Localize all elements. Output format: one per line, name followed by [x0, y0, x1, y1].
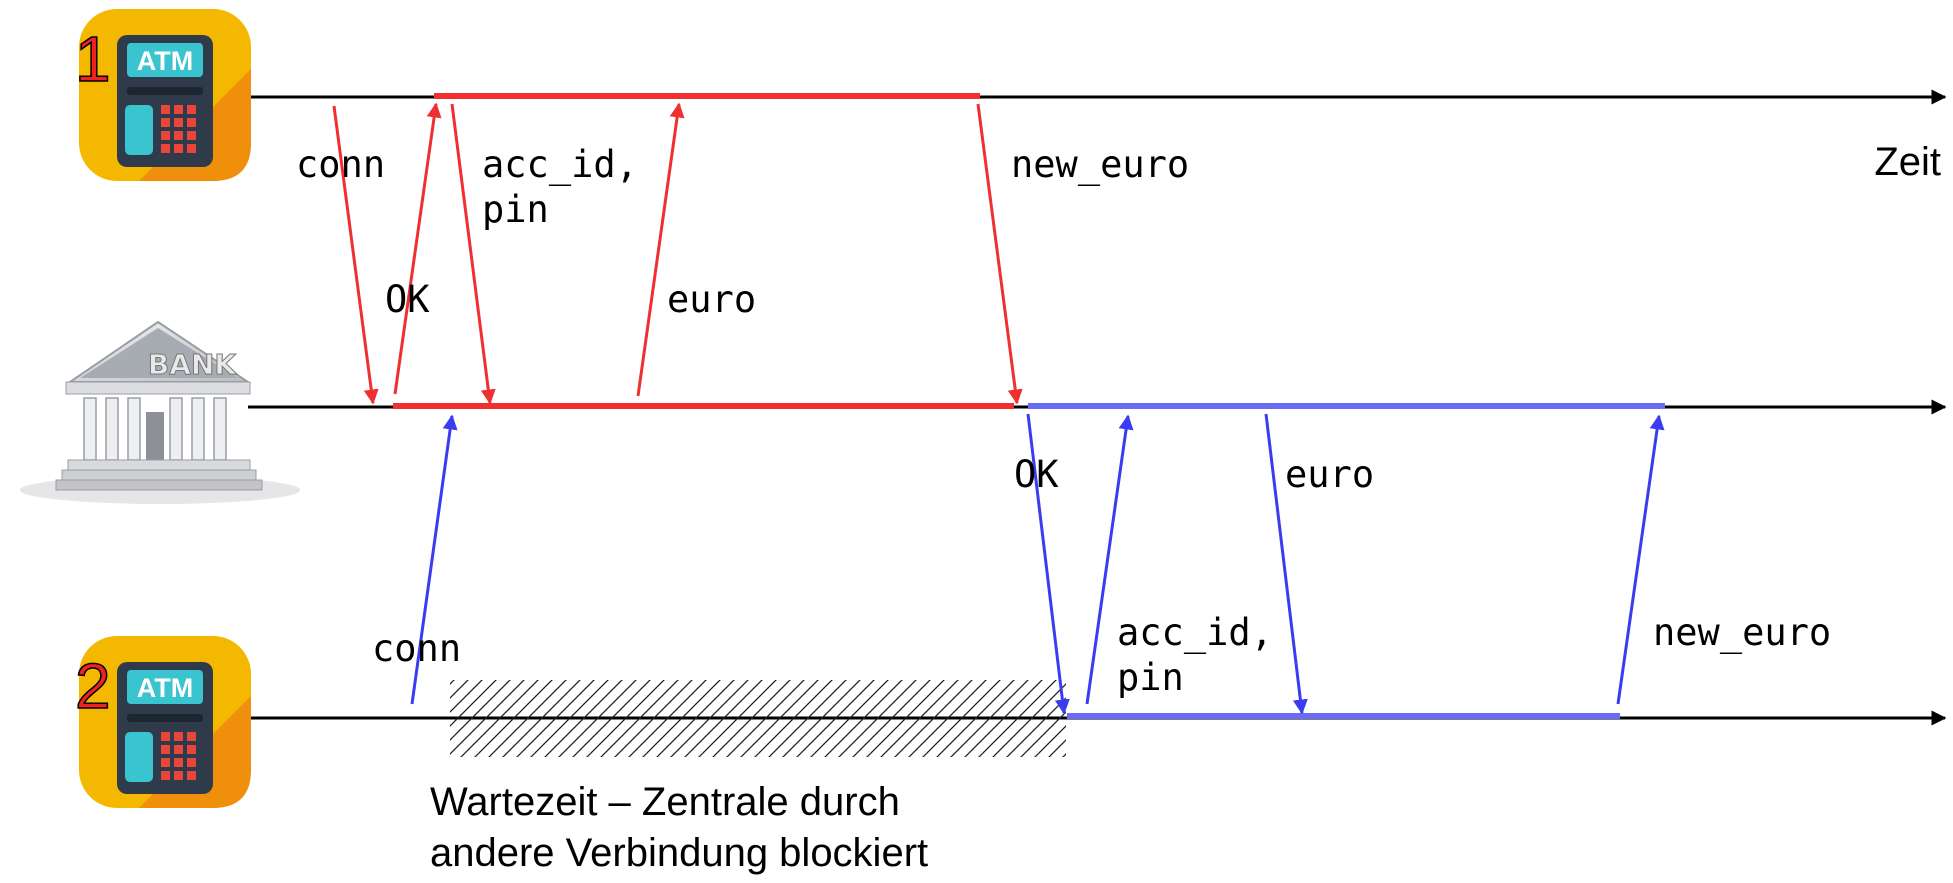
arrow-s1-acc-id [450, 103, 496, 405]
label-s2-pin: pin [1117, 656, 1184, 699]
arrow-s2-euro [1264, 413, 1308, 715]
arrow-s2-conn [410, 414, 458, 705]
label-s2-acc-id: acc_id, [1117, 611, 1273, 655]
label-s1-ok: OK [385, 278, 430, 321]
label-s1-conn: conn [296, 143, 385, 186]
atm-1-number: 1 [75, 23, 111, 95]
arrow-s1-new-euro [976, 103, 1023, 405]
atm-2-icon: ATM 2 [74, 636, 251, 808]
wait-caption-line1: Wartezeit – Zentrale durch [430, 780, 900, 824]
bank-label: BANK [148, 348, 237, 381]
label-s2-conn: conn [372, 627, 461, 670]
atm-1-icon: ATM 1 [74, 9, 251, 181]
label-s1-pin: pin [482, 188, 549, 231]
bank-building-icon: BANK [20, 320, 300, 504]
atm-2-number: 2 [75, 650, 111, 722]
label-s2-new-euro: new_euro [1653, 611, 1831, 655]
atm-1-label: ATM [137, 46, 193, 76]
waiting-hatch-area [450, 680, 1066, 757]
arrow-s2-new-euro [1616, 414, 1665, 705]
wait-caption-line2: andere Verbindung blockiert [430, 831, 928, 875]
time-axis-label: Zeit [1874, 140, 1941, 184]
label-s2-ok: OK [1014, 453, 1059, 496]
arrow-s1-euro [636, 102, 685, 397]
arrow-s2-acc-id [1085, 414, 1134, 705]
arrow-s1-conn [332, 105, 379, 405]
atm-2-label: ATM [137, 673, 193, 703]
arrow-s1-ok [393, 102, 442, 395]
label-s2-euro: euro [1285, 453, 1374, 496]
label-s1-acc-id: acc_id, [482, 143, 638, 187]
arrow-s2-ok [1026, 413, 1070, 715]
label-s1-new-euro: new_euro [1011, 143, 1189, 187]
label-s1-euro: euro [667, 278, 756, 321]
